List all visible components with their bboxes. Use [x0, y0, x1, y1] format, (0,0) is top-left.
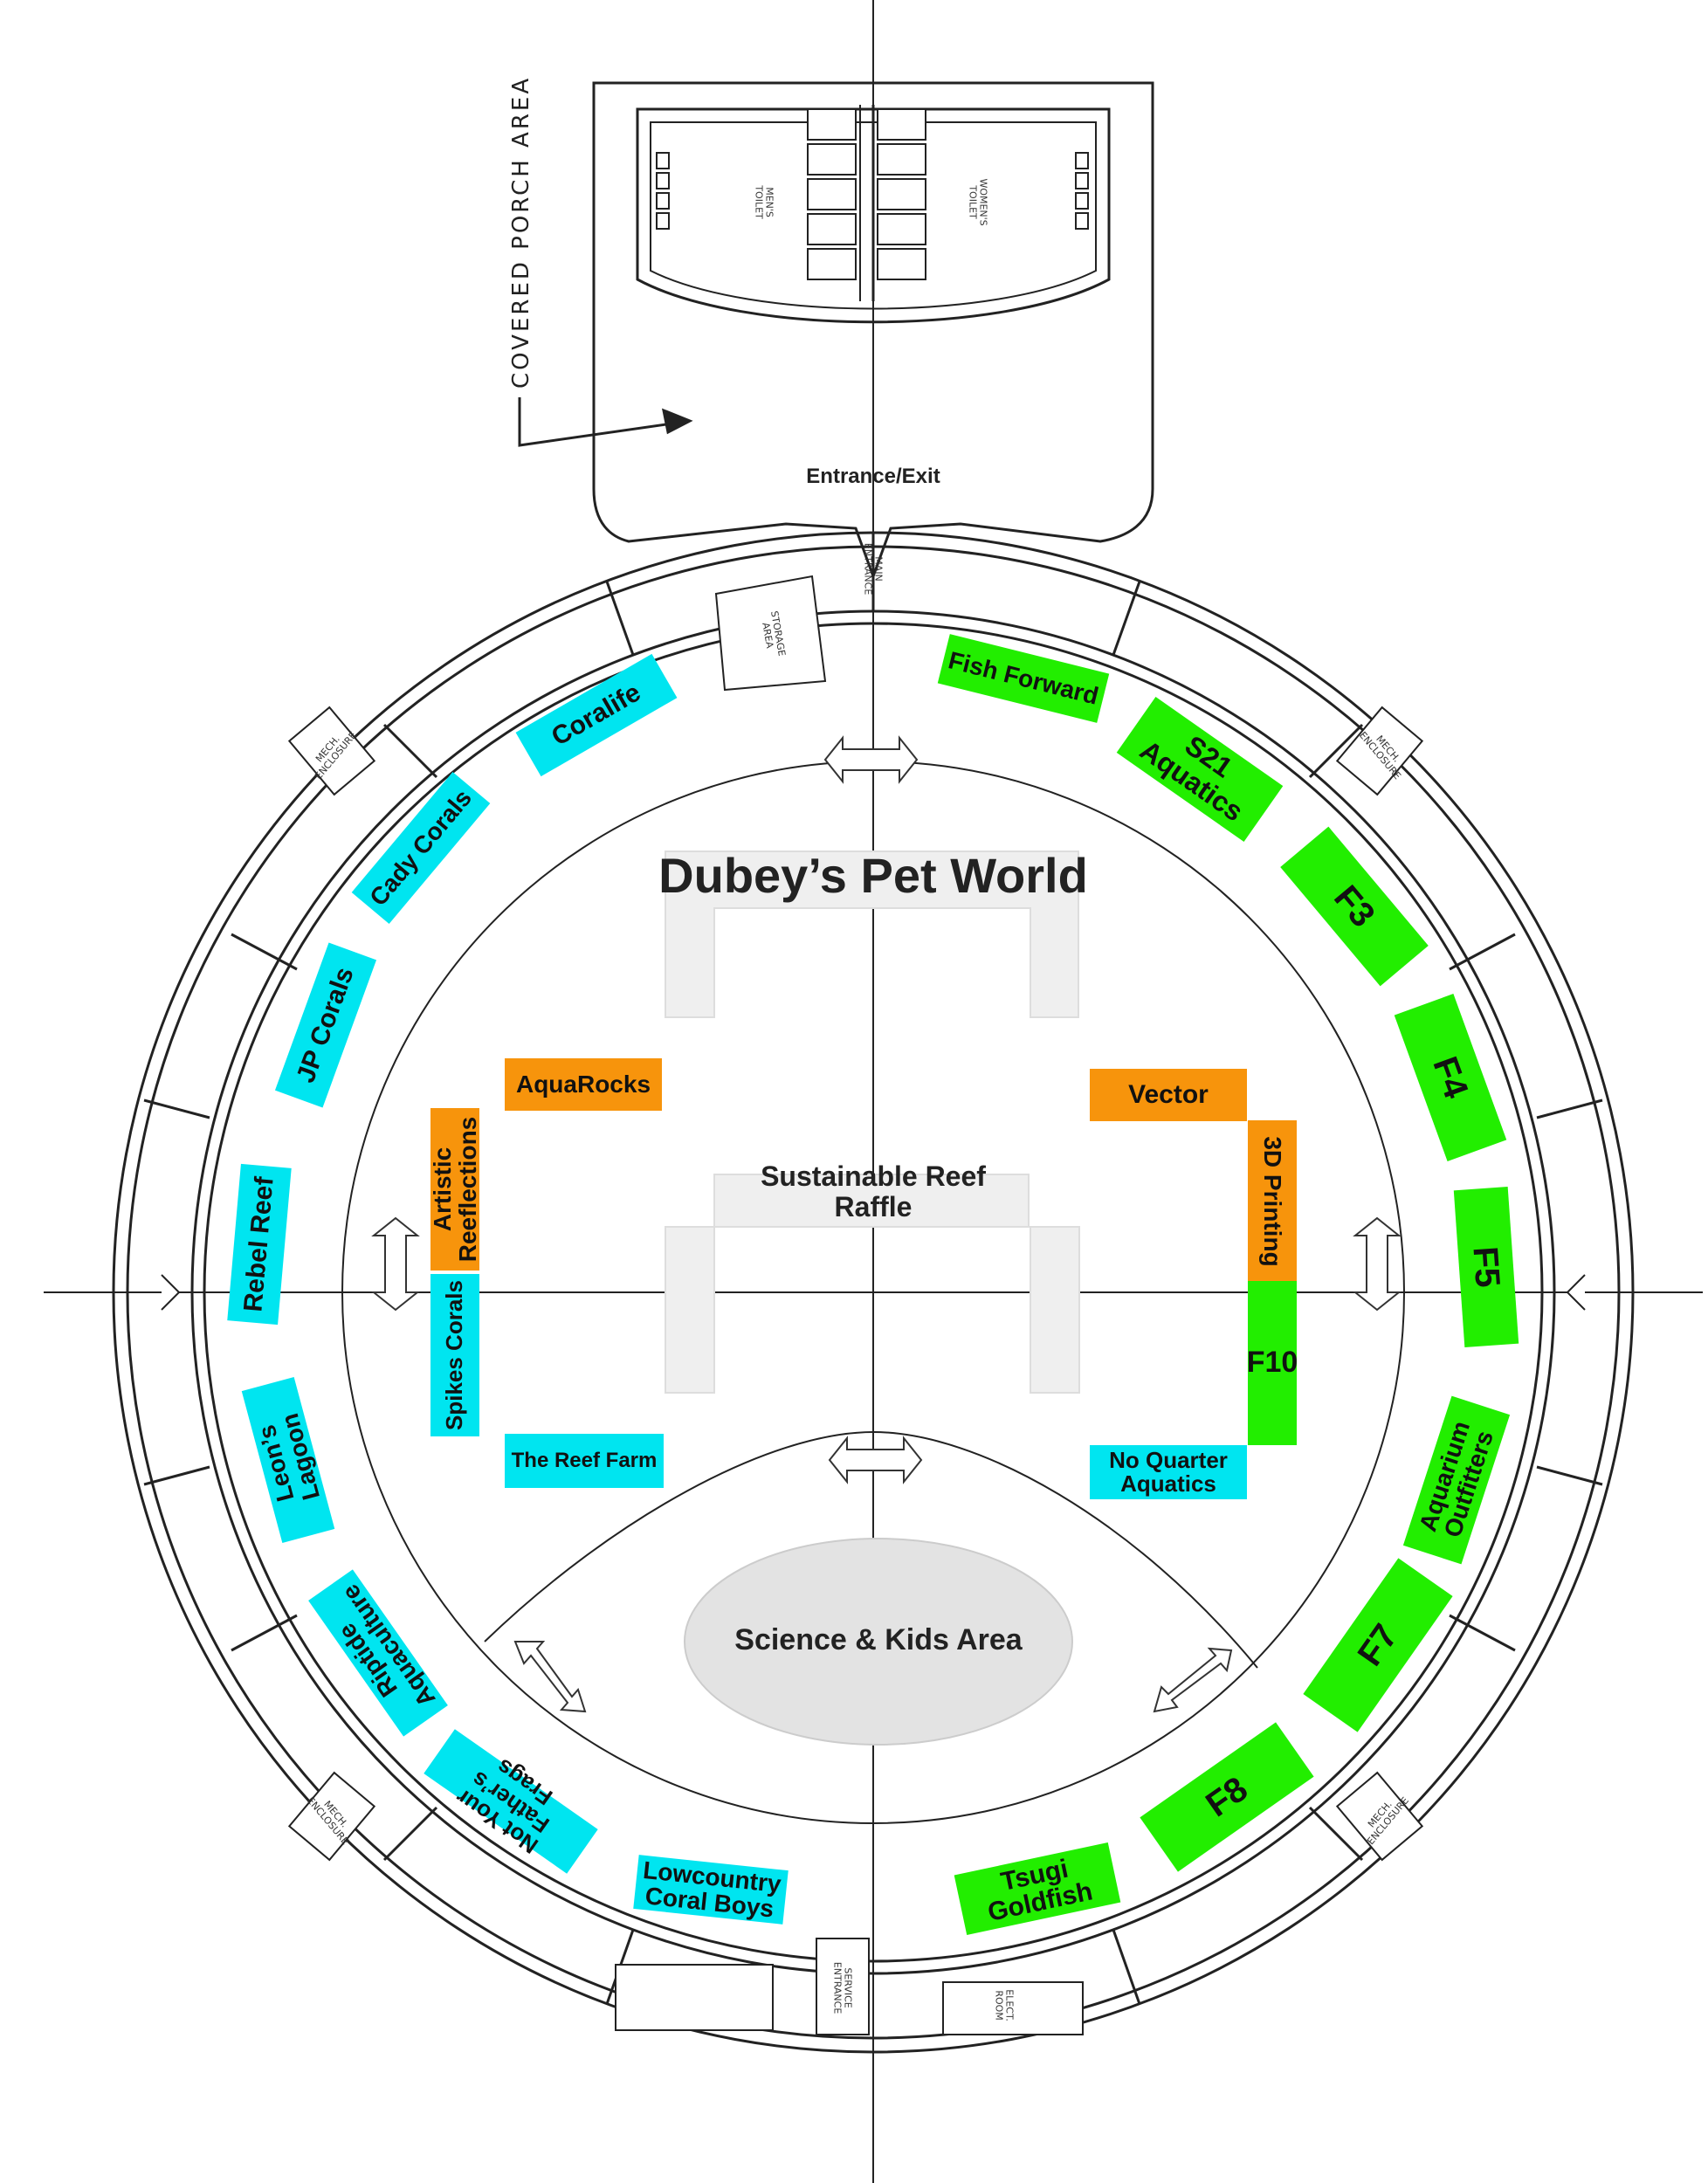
raffle-table-right: [1030, 1226, 1080, 1394]
womens-toilet-label: WOMEN'S TOILET: [968, 178, 989, 226]
service-entrance-label: SERVICE ENTRANCE: [832, 1961, 854, 2014]
booth-artistic-reeflections[interactable]: Artistic Reeflections: [429, 1108, 481, 1271]
booth-vector[interactable]: Vector: [1090, 1069, 1247, 1121]
booth-spikes-corals[interactable]: Spikes Corals: [430, 1274, 479, 1436]
mech-enclosure-sw: [287, 1771, 376, 1862]
raffle-area-label: Sustainable Reef Raffle: [761, 1160, 986, 1223]
booth-the-reef-farm[interactable]: The Reef Farm: [505, 1434, 664, 1488]
booth-f5[interactable]: F5: [1453, 1187, 1519, 1347]
map-title: Dubey’s Pet World: [658, 848, 1088, 903]
booth-no-quarter-aquatics[interactable]: No Quarter Aquatics: [1090, 1445, 1247, 1499]
arrow-bottom-right: [1153, 1647, 1233, 1713]
mens-toilet-label: MEN'S TOILET: [754, 185, 775, 219]
arrow-left: [371, 1216, 420, 1312]
raffle-table-left: [665, 1226, 715, 1394]
arrow-bottom-left: [513, 1641, 587, 1713]
service-room-right: [942, 1981, 1084, 2035]
booth-aquarocks[interactable]: AquaRocks: [505, 1058, 662, 1111]
service-room-left: [615, 1964, 774, 2031]
mech-enclosure-nw: [287, 706, 376, 796]
raffle-table-top: [713, 1174, 1030, 1228]
main-entrance-label: MAIN ENTRANCE: [863, 542, 885, 596]
mech-enclosure-ne: [1335, 706, 1424, 796]
restroom-building: [636, 107, 1111, 324]
arrow-right: [1353, 1216, 1402, 1312]
porch-outline: [592, 81, 1154, 581]
arrow-mid: [828, 1436, 923, 1484]
service-entrance-box: [816, 1938, 870, 2035]
elect-room-label: ELECT. ROOM: [994, 1989, 1016, 2021]
arrow-top: [823, 735, 919, 784]
booth-f10[interactable]: F10: [1247, 1281, 1298, 1445]
storage-area: [714, 575, 827, 692]
top-table-frame: [665, 850, 1079, 1018]
kids-area-oval: [684, 1538, 1073, 1746]
entrance-label: Entrance/Exit: [806, 465, 940, 488]
kids-area-label: Science & Kids Area: [734, 1623, 1023, 1656]
mech-enclosure-se: [1335, 1771, 1424, 1862]
covered-porch-label: COVERED PORCH AREA: [508, 75, 534, 389]
booth-3d-printing[interactable]: 3D Printing: [1248, 1120, 1297, 1283]
